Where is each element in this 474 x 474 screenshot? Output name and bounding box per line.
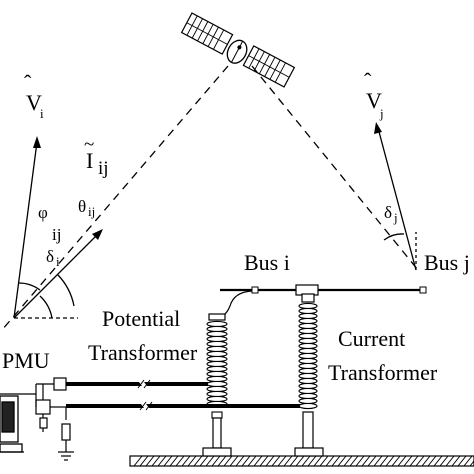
- label-vi-hat: ˆ: [24, 70, 32, 95]
- vector-vj-arrowhead: [374, 122, 382, 134]
- pmu-circuit: [0, 377, 74, 461]
- label-pmu: PMU: [2, 348, 50, 373]
- label-delta-j-sub: j: [393, 210, 398, 225]
- label-theta-sub: ij: [88, 204, 95, 219]
- label-phi-sub: ij: [52, 225, 61, 244]
- label-transformer-ct: Transformer: [328, 360, 438, 385]
- arc-theta: [57, 274, 75, 307]
- label-phi: φ: [38, 203, 48, 222]
- arc-delta-i: [39, 295, 53, 319]
- pmu-input-block-2: [35, 399, 51, 415]
- arc-phi: [17, 282, 41, 291]
- label-iij: I: [86, 148, 93, 173]
- label-potential: Potential: [102, 306, 180, 331]
- ground-hatch: [129, 455, 474, 467]
- label-iij-sub: ij: [98, 158, 109, 179]
- label-vj-hat: ˆ: [364, 68, 372, 93]
- label-vj-sub: j: [379, 106, 384, 121]
- vector-iij: [13, 231, 101, 319]
- phasor-diagram-i: [13, 136, 103, 319]
- label-iij-tilde: ~: [84, 134, 94, 155]
- label-vi: V: [26, 90, 42, 115]
- arc-delta-j: [383, 233, 405, 241]
- label-theta: θ: [78, 197, 86, 216]
- label-delta-j: δ: [384, 203, 392, 222]
- satellite-icon: [180, 12, 296, 88]
- labels: V ˆ i I ~ ij φ ij θ ij δ i V ˆ j δ j Bus…: [2, 68, 470, 385]
- vector-vi: [13, 141, 38, 319]
- bus-line: [217, 284, 427, 319]
- measurement-cables: [66, 378, 300, 412]
- label-vj: V: [366, 88, 382, 113]
- satellite-link-lines: [1, 65, 419, 331]
- label-bus-j: Bus j: [424, 250, 470, 275]
- vector-vi-arrowhead: [33, 136, 41, 148]
- current-transformer-icon: [294, 293, 324, 457]
- pmu-input-block-1: [53, 377, 67, 391]
- label-vi-sub: i: [40, 106, 44, 121]
- pmu-computer-icon: [0, 395, 24, 453]
- vector-vj: [377, 127, 417, 271]
- label-current: Current: [338, 326, 405, 351]
- label-transformer-pt: Transformer: [88, 340, 198, 365]
- label-bus-i: Bus i: [244, 250, 290, 275]
- label-delta-i-sub: i: [56, 254, 60, 269]
- vector-iij-arrowhead: [92, 229, 103, 240]
- pmu-resistor-1: [39, 417, 48, 429]
- pmu-resistor-2: [61, 423, 71, 441]
- phasor-diagram-j: [374, 122, 417, 271]
- label-delta-i: δ: [46, 247, 54, 266]
